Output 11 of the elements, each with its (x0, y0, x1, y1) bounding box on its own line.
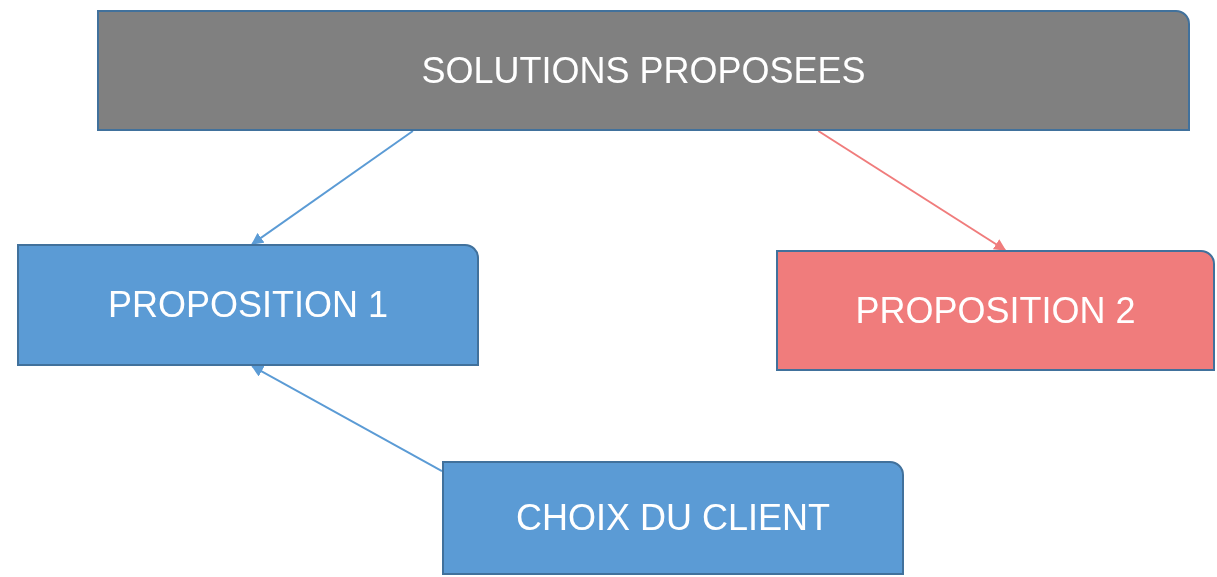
process-box (776, 250, 1215, 371)
process-box (17, 244, 479, 366)
arrow (817, 130, 1007, 251)
box-label: SOLUTIONS PROPOSEES (421, 49, 866, 92)
process-box (442, 461, 904, 575)
box-label: PROPOSITION 1 (107, 284, 389, 326)
box-label: CHOIX DU CLIENT (515, 497, 830, 539)
process-box (97, 10, 1190, 131)
box-label: PROPOSITION 2 (855, 289, 1136, 332)
arrow (251, 130, 414, 245)
arrow (251, 365, 443, 473)
